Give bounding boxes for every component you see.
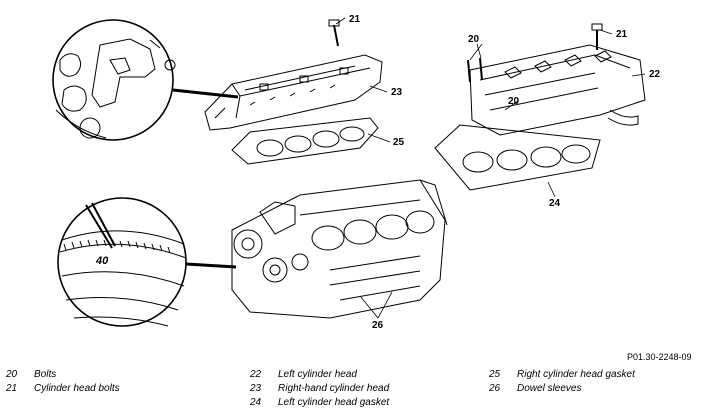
legend-item: 20 Bolts xyxy=(6,368,120,382)
legend-number: 21 xyxy=(6,383,18,394)
legend-item: 22 Left cylinder head xyxy=(250,368,389,382)
legend-text: Dowel sleeves xyxy=(517,383,582,394)
left-cylinder-head xyxy=(467,23,646,136)
legend-column-1: 20 Bolts 21 Cylinder head bolts xyxy=(6,368,120,396)
right-cylinder-head xyxy=(204,19,383,131)
legend-item: 23 Right-hand cylinder head xyxy=(250,382,389,396)
legend-item: 24 Left cylinder head gasket xyxy=(250,396,389,410)
legend-text: Right cylinder head gasket xyxy=(517,369,635,380)
callout-24: 24 xyxy=(549,198,561,209)
callout-20-lower: 20 xyxy=(508,96,520,107)
legend-item: 25 Right cylinder head gasket xyxy=(489,368,635,382)
left-cylinder-head-gasket xyxy=(434,124,601,191)
legend-text: Left cylinder head gasket xyxy=(278,397,390,408)
callout-26: 26 xyxy=(372,320,384,331)
callout-20-upper: 20 xyxy=(468,34,480,45)
callout-25: 25 xyxy=(393,137,405,148)
legend-item: 26 Dowel sleeves xyxy=(489,382,635,396)
legend-number: 22 xyxy=(250,369,262,380)
legend-text: Right-hand cylinder head xyxy=(278,383,390,394)
legend-number: 26 xyxy=(489,383,501,394)
leader-lines xyxy=(335,17,646,319)
callout-22: 22 xyxy=(649,69,661,80)
engine-block xyxy=(231,179,448,319)
scale-mark: 40 xyxy=(95,255,109,267)
detail-circle-lower: 40 xyxy=(57,197,237,327)
legend-item: 21 Cylinder head bolts xyxy=(6,382,120,396)
legend-text: Bolts xyxy=(34,369,57,380)
callout-21-right: 21 xyxy=(616,29,628,40)
legend-number: 25 xyxy=(489,369,501,380)
legend-number: 24 xyxy=(250,397,262,408)
legend-text: Left cylinder head xyxy=(278,369,357,380)
callout-21-upper: 21 xyxy=(349,14,361,25)
detail-circle-upper xyxy=(52,19,239,141)
figure-reference: P01.30-2248-09 xyxy=(627,352,692,362)
right-cylinder-head-gasket xyxy=(231,117,379,165)
legend-column-2: 22 Left cylinder head 23 Right-hand cylind… xyxy=(250,368,389,410)
exploded-engine-diagram: 40 xyxy=(52,14,661,331)
callout-23: 23 xyxy=(391,87,403,98)
legend-number: 23 xyxy=(250,383,262,394)
legend-column-3: 25 Right cylinder head gasket 26 Dowel sle… xyxy=(489,368,635,396)
legend-number: 20 xyxy=(6,369,18,380)
callout-numbers: 21 20 20 21 22 23 25 24 26 xyxy=(349,14,661,331)
legend-text: Cylinder head bolts xyxy=(34,383,120,394)
